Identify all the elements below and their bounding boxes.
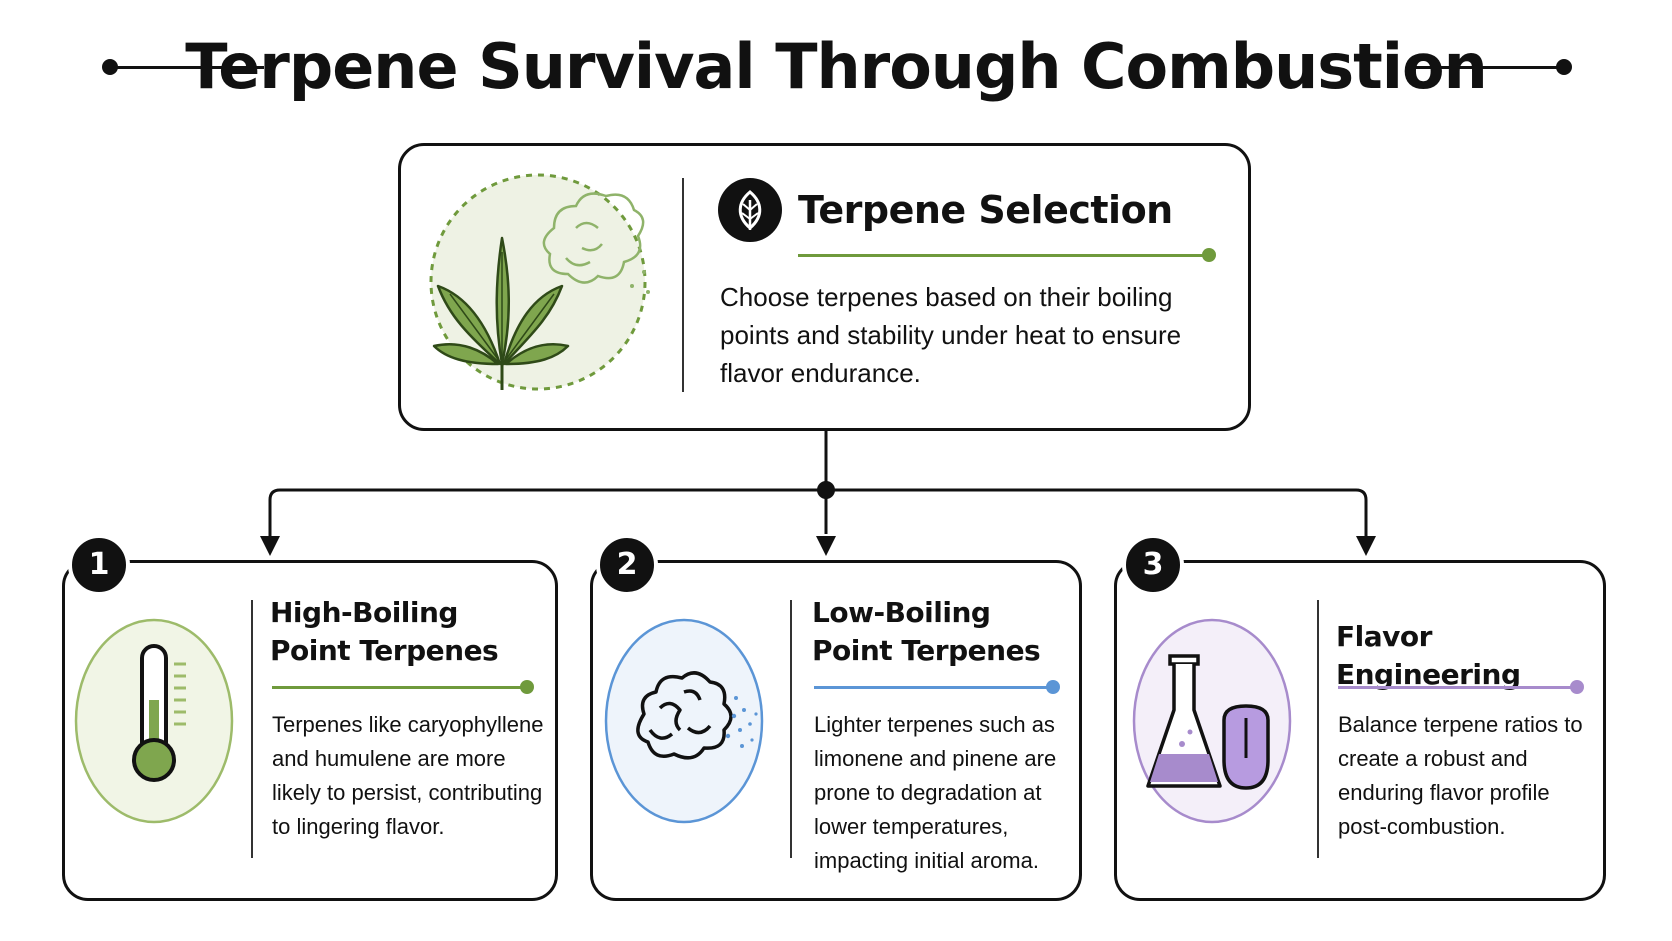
top-card-title: Terpene Selection bbox=[798, 188, 1173, 232]
thermometer-icon bbox=[74, 618, 234, 824]
top-card-rule bbox=[798, 254, 1206, 257]
card-3-rule bbox=[1338, 686, 1578, 689]
leaf-icon bbox=[718, 178, 782, 242]
card-3-number-badge: 3 bbox=[1122, 534, 1184, 596]
card-2-rule bbox=[814, 686, 1054, 689]
card-2-title: Low-Boiling Point Terpenes bbox=[812, 596, 1041, 667]
top-card-text: Choose terpenes based on their boiling p… bbox=[720, 282, 1182, 388]
card-1-title: High-Boiling Point Terpenes bbox=[270, 596, 499, 667]
card-1-number-badge: 1 bbox=[68, 534, 130, 596]
card-2-number-badge: 2 bbox=[596, 534, 658, 596]
card-3-divider bbox=[1317, 600, 1319, 858]
card-1-divider bbox=[251, 600, 253, 858]
card-1-text: Terpenes like caryophyllene and humulene… bbox=[272, 712, 544, 839]
card-2-rule-dot bbox=[1046, 680, 1060, 694]
page-title: Terpene Survival Through Combustion bbox=[185, 30, 1488, 103]
card-flavor-engineering bbox=[1114, 560, 1606, 901]
top-card-rule-dot bbox=[1202, 248, 1216, 262]
cannabis-leaf-icon bbox=[429, 173, 650, 391]
flask-tongue-icon bbox=[1132, 618, 1292, 824]
card-high-boiling bbox=[62, 560, 558, 901]
card-1-rule-dot bbox=[520, 680, 534, 694]
card-2-text: Lighter terpenes such as limonene and pi… bbox=[814, 712, 1057, 873]
card-3-rule-dot bbox=[1570, 680, 1584, 694]
card-1-rule bbox=[272, 686, 522, 689]
card-2-divider bbox=[790, 600, 792, 858]
card-3-text: Balance terpene ratios to create a robus… bbox=[1338, 712, 1583, 839]
card-3-title: Flavor Engineering bbox=[1336, 620, 1521, 691]
vapor-cloud-icon bbox=[604, 618, 764, 824]
top-card-divider bbox=[682, 178, 684, 392]
